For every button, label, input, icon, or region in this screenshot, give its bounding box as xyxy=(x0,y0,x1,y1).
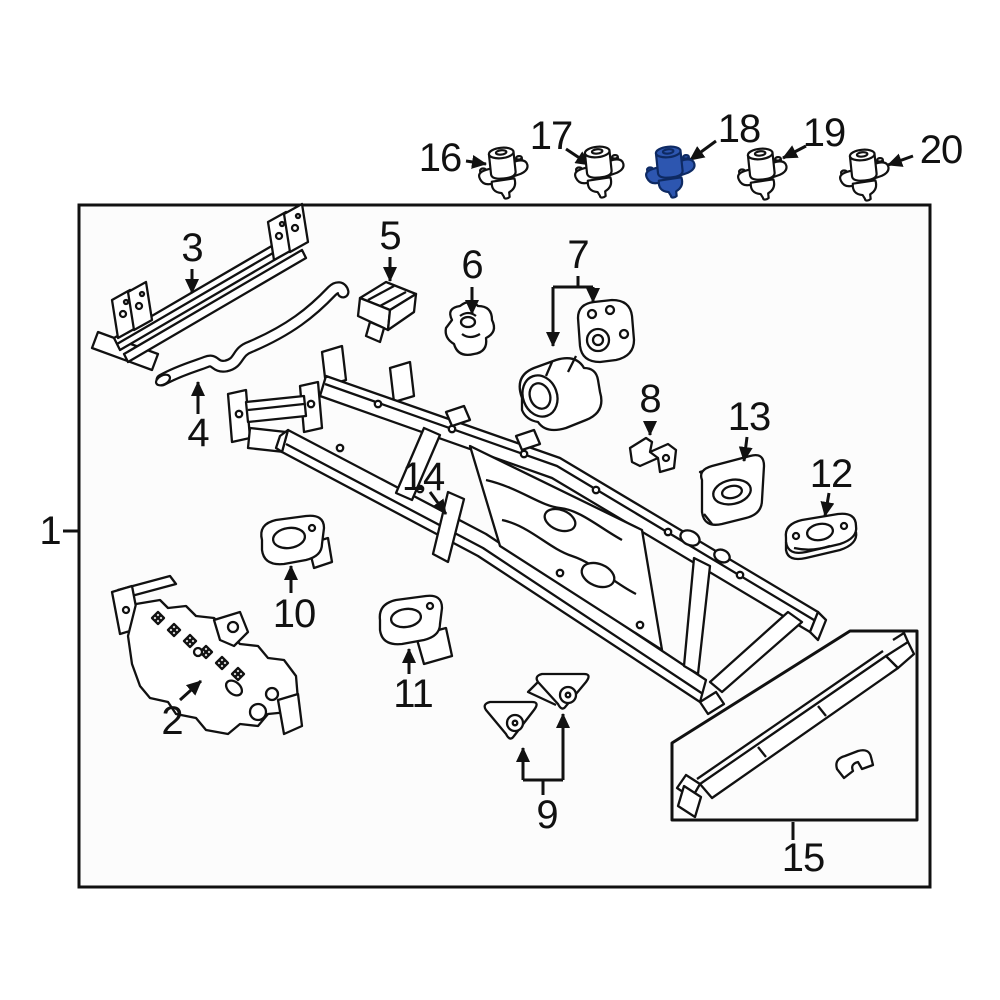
part-8-clip xyxy=(628,436,678,474)
part-15-crossmember xyxy=(675,631,916,819)
frame-assembly xyxy=(226,344,828,716)
callout-arrow-16 xyxy=(465,155,487,169)
body-mount-19-icon xyxy=(734,145,791,204)
callout-arrow-7 xyxy=(546,276,600,347)
callout-label-4: 4 xyxy=(187,411,209,455)
part-15-clip xyxy=(835,749,875,780)
callout-label-3: 3 xyxy=(181,226,203,270)
callout-label-20: 20 xyxy=(919,128,963,172)
callout-label-6: 6 xyxy=(461,243,483,287)
part-2-hole-row xyxy=(150,610,246,682)
callout-arrow-13 xyxy=(738,436,753,462)
callout-label-2: 2 xyxy=(161,699,183,743)
body-mount-17-icon xyxy=(571,143,628,202)
part-13-bracket xyxy=(698,453,766,526)
callout-arrow-2 xyxy=(178,679,203,702)
callout-arrow-14 xyxy=(428,491,448,515)
callout-label-7: 7 xyxy=(567,233,589,277)
callout-arrow-20 xyxy=(887,153,914,167)
body-mount-18-highlighted-icon xyxy=(642,143,699,202)
part-7-mount-and-bracket xyxy=(518,298,636,432)
callout-label-14: 14 xyxy=(401,455,445,499)
part-2-crossmember xyxy=(110,574,304,736)
part-10-bracket xyxy=(260,514,334,570)
part-4-tube xyxy=(154,281,350,387)
callout-label-1: 1 xyxy=(39,509,61,553)
callout-label-15: 15 xyxy=(781,836,825,880)
callout-label-16: 16 xyxy=(418,136,462,180)
callout-label-19: 19 xyxy=(802,111,846,155)
callout-label-12: 12 xyxy=(809,452,853,496)
part-12-plate xyxy=(784,512,858,561)
callout-label-10: 10 xyxy=(272,592,316,636)
part-5-bracket xyxy=(356,280,418,344)
callout-label-18: 18 xyxy=(717,107,761,151)
callout-arrow-9 xyxy=(516,713,570,795)
part-9-gussets xyxy=(483,672,590,740)
body-mount-16-icon xyxy=(475,144,532,203)
callout-label-5: 5 xyxy=(379,214,401,258)
part-3-sill-rail xyxy=(90,202,310,372)
part-6-bracket xyxy=(444,300,496,357)
callout-label-8: 8 xyxy=(639,377,661,421)
callout-label-17: 17 xyxy=(529,114,573,158)
callout-arrow-19 xyxy=(782,144,807,160)
callout-arrow-12 xyxy=(820,492,835,517)
callout-label-9: 9 xyxy=(536,793,558,837)
body-mount-20-icon xyxy=(836,146,893,205)
part-11-bracket xyxy=(378,594,454,666)
callout-arrow-18 xyxy=(689,139,717,162)
callout-label-11: 11 xyxy=(393,672,434,716)
callout-label-13: 13 xyxy=(727,395,771,439)
